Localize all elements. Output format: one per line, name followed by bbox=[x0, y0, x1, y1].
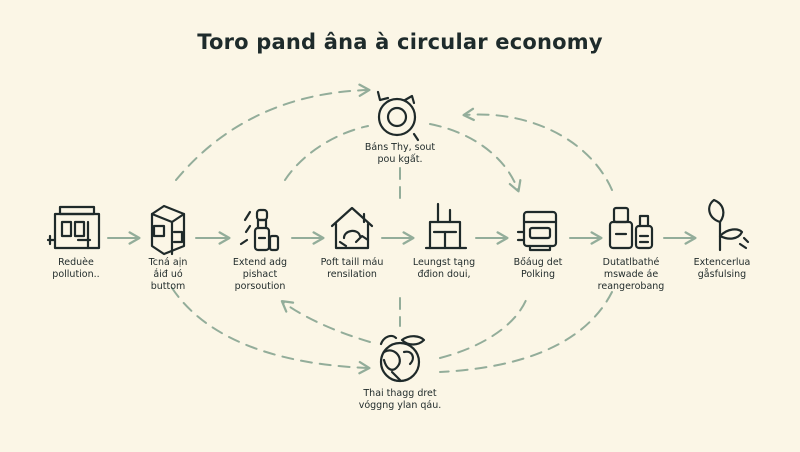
step-label-2: Tcná aịn ắiđ uó buttom bbox=[148, 257, 188, 292]
step-label-5: Leungst tąng đđion doui, bbox=[412, 257, 476, 280]
plant-icon bbox=[708, 198, 750, 252]
step-label-1: Reduèe pollution.. bbox=[52, 257, 100, 280]
package-icon bbox=[150, 204, 186, 256]
factory-icon bbox=[46, 205, 101, 250]
page-title: Toro pand âna à circular economy bbox=[197, 30, 603, 54]
container-icon bbox=[516, 210, 558, 252]
bottles-icon bbox=[239, 208, 280, 252]
step-label-3: Extend adg pishact porsoution bbox=[232, 257, 288, 292]
cycle-arc-bottom-left-inner bbox=[280, 300, 371, 343]
cycle-arc-top-right-inner bbox=[429, 123, 522, 193]
step-label-8: Extencerlua gåsfulsing bbox=[693, 257, 751, 280]
house-recycle-icon bbox=[330, 206, 374, 250]
recycle-icon bbox=[376, 90, 420, 142]
center-top-label: Báns Thy, sout pou kgất. bbox=[364, 142, 436, 165]
step-label-6: Bőáug det Polking bbox=[513, 257, 563, 280]
step-label-4: Poft taill máu rensilation bbox=[320, 257, 384, 280]
cycle-arc-top-right-outer bbox=[462, 107, 613, 191]
cycle-arc-bottom-right-outer bbox=[439, 291, 613, 373]
cycle-arc-bottom-left-outer bbox=[171, 287, 371, 375]
cycle-arc-top-left-inner bbox=[284, 125, 369, 181]
machine-icon bbox=[424, 202, 468, 250]
jars-icon bbox=[608, 206, 654, 250]
center-bottom-label: Thai thagg dret vóggng ylan qáu. bbox=[358, 388, 442, 411]
cycle-arc-bottom-right-inner bbox=[439, 294, 529, 359]
step-label-7: Dutatlbathé mswade áe reangerobang bbox=[597, 257, 665, 292]
globe-leaves-icon bbox=[379, 334, 426, 383]
cycle-arc-top-left-outer bbox=[175, 83, 371, 181]
